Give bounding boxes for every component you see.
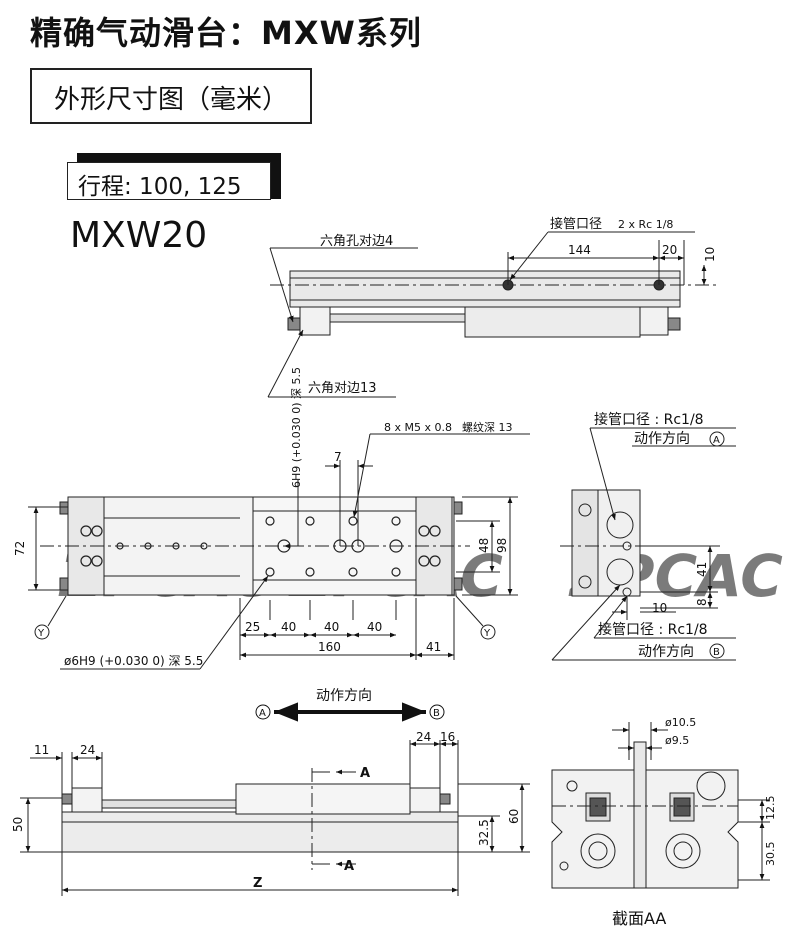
- section-dim-12-5: 12.5: [764, 796, 777, 821]
- end-port-b-label: 接管口径 : Rc1/8: [598, 621, 708, 638]
- end-dir-b-label: 动作方向: [638, 644, 694, 660]
- section-caption: 截面AA: [612, 909, 666, 928]
- side-dim-32-5: 32.5: [477, 819, 491, 846]
- end-dim-41: 41: [695, 562, 709, 577]
- hex-hole-label: 六角孔对边4: [320, 234, 393, 249]
- section-heading: 外形尺寸图（毫米）: [54, 85, 289, 115]
- dim-40-a: 40: [281, 620, 296, 634]
- direction-indicator: [255, 702, 445, 722]
- dim-41: 41: [426, 640, 441, 654]
- side-dim-24: 24: [80, 743, 95, 757]
- pin-hole-vertical-label: 6H9 (+0.030 0) 深 5.5: [290, 367, 303, 488]
- side-dim-60: 60: [507, 809, 521, 824]
- marker-y-right: Y: [483, 628, 491, 639]
- top-port-spec: 2 x Rc 1/8: [618, 218, 673, 231]
- tapped-hole-depth: 螺纹深 13: [462, 420, 513, 434]
- hex-flat-label: 六角对边13: [308, 381, 377, 396]
- section-mark-bottom: A: [344, 859, 354, 874]
- dim-98: 98: [495, 538, 509, 553]
- top-rail: [289, 270, 681, 308]
- side-dim-16: 16: [440, 730, 455, 744]
- side-dim-50: 50: [11, 817, 25, 832]
- direction-marker-b: B: [433, 708, 440, 719]
- section-mark-top: A: [360, 766, 370, 781]
- top-port-label: 接管口径: [550, 216, 602, 232]
- end-dim-8: 8: [695, 598, 709, 606]
- dim-144: 144: [568, 243, 591, 257]
- dim-48: 48: [477, 538, 491, 553]
- section-dim-30-5: 30.5: [764, 842, 777, 867]
- side-view: [20, 740, 530, 896]
- page-title: 精确气动滑台：MXW系列: [30, 14, 422, 52]
- stroke-box: 行程: 100, 125: [67, 162, 271, 200]
- dim-25: 25: [245, 620, 260, 634]
- dim-7: 7: [334, 450, 342, 464]
- plan-view: [28, 433, 530, 670]
- dim-10: 10: [703, 247, 717, 262]
- section-heading-box: 外形尺寸图（毫米）: [30, 68, 312, 124]
- end-marker-a: A: [713, 435, 720, 446]
- side-dim-z: Z: [253, 876, 262, 891]
- pin-hole-bottom-label: ø6H9 (+0.030 0) 深 5.5: [64, 654, 203, 668]
- end-dim-10: 10: [652, 601, 667, 615]
- section-dim-d10-5: ø10.5: [665, 716, 696, 729]
- dim-160: 160: [318, 640, 341, 654]
- end-dir-a-label: 动作方向: [634, 431, 690, 447]
- end-marker-b: B: [713, 647, 720, 658]
- dim-20: 20: [662, 243, 677, 257]
- stroke-label: 行程: 100, 125: [78, 174, 242, 200]
- dim-40-c: 40: [367, 620, 382, 634]
- top-view: [267, 231, 720, 398]
- section-view: [551, 722, 770, 889]
- model-name: MXW20: [70, 215, 208, 256]
- tapped-hole-spec: 8 x M5 x 0.8: [384, 421, 452, 434]
- side-dim-11: 11: [34, 743, 49, 757]
- direction-marker-a: A: [259, 708, 266, 719]
- side-dim-24-b: 24: [416, 730, 431, 744]
- end-view: [551, 427, 736, 661]
- end-port-a-label: 接管口径 : Rc1/8: [594, 411, 704, 428]
- marker-y-left: Y: [37, 628, 45, 639]
- section-dim-d9-5: ø9.5: [665, 734, 689, 747]
- dim-72: 72: [13, 541, 27, 556]
- dim-40-b: 40: [324, 620, 339, 634]
- direction-label: 动作方向: [316, 688, 372, 704]
